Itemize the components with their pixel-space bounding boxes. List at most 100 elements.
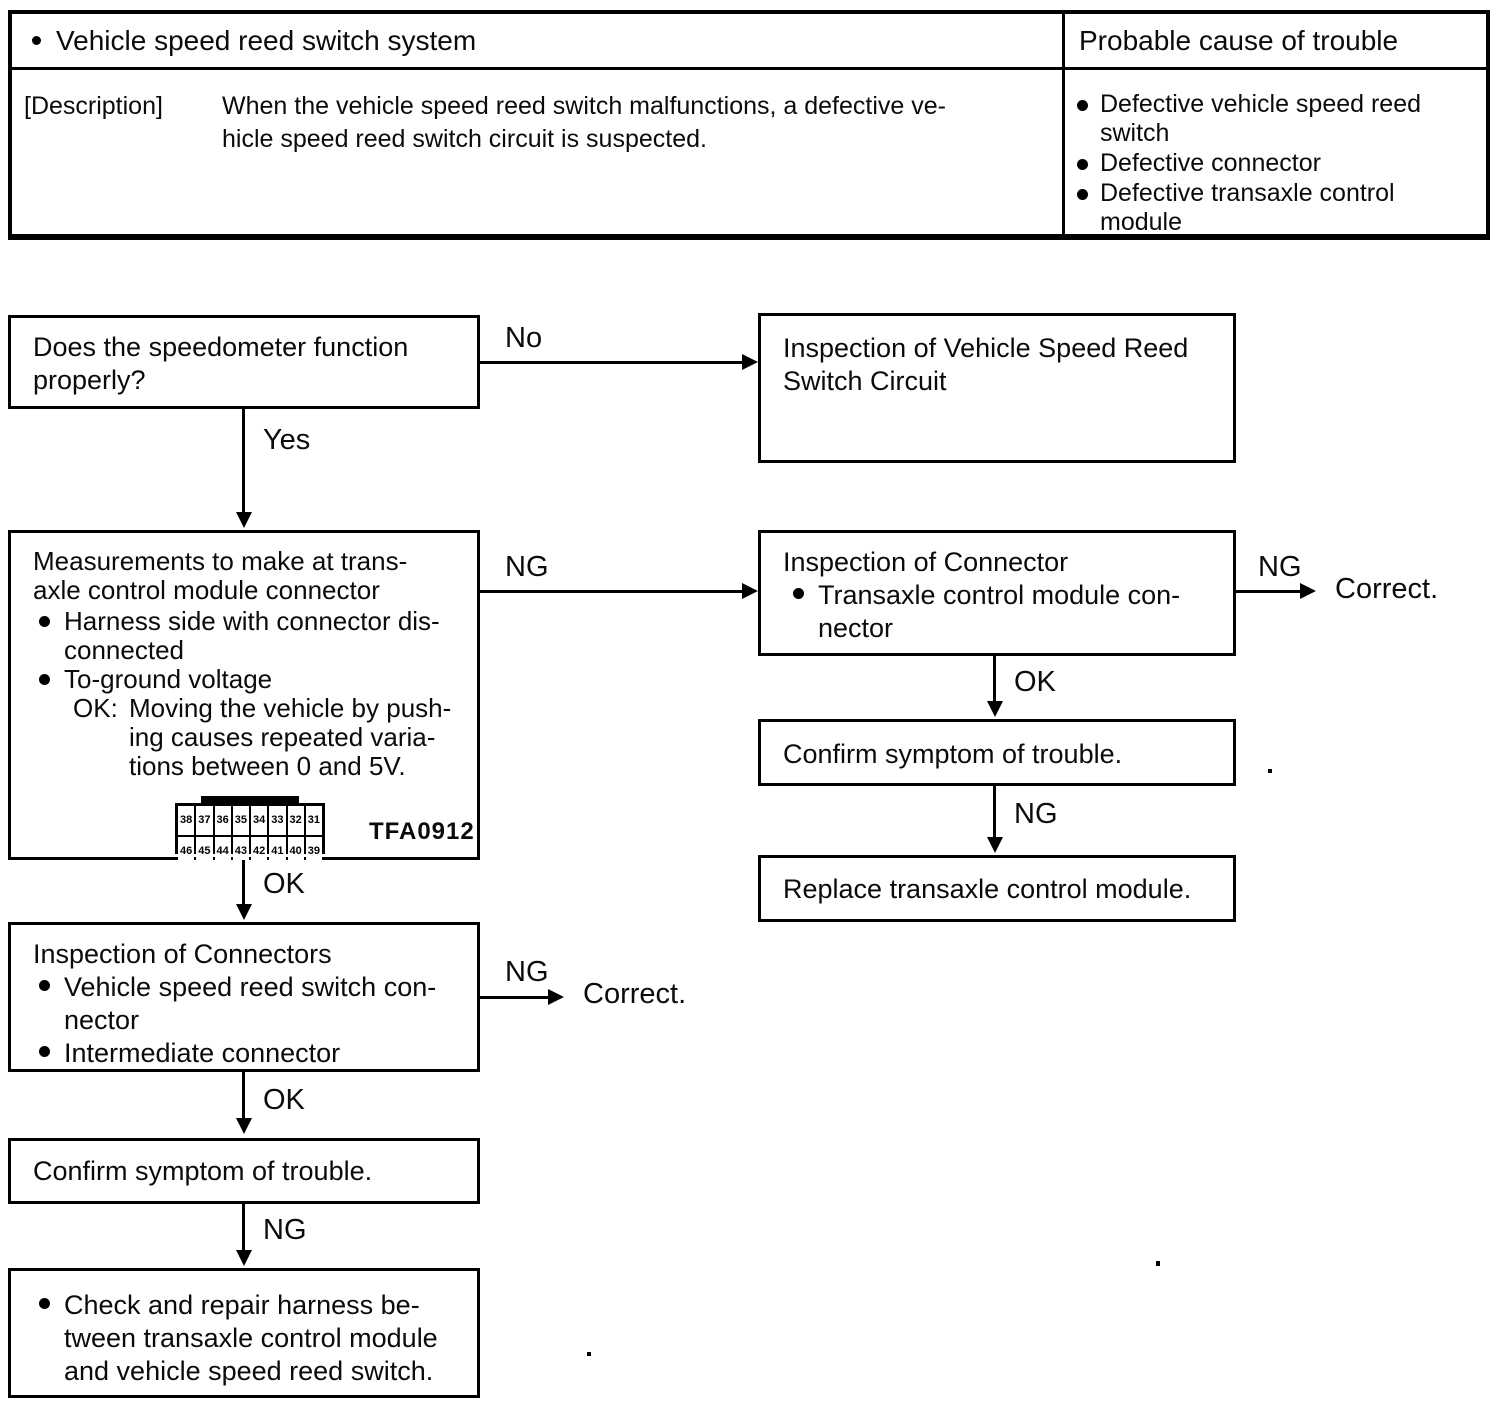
- bullet-icon: [1077, 159, 1088, 170]
- ok-note-text: Moving the vehicle by push- ing causes r…: [129, 693, 452, 781]
- connector-pin: 34: [251, 806, 268, 835]
- flow-box-measurements: Measurements to make at trans- axle cont…: [8, 530, 480, 866]
- flow-box-speedometer-question: Does the speedometer function properly?: [8, 315, 480, 409]
- cause-item: Defective vehicle speed reed switch: [1077, 90, 1478, 148]
- connector-housing: 38 37 36 35 34 33 32 31 46 45 44 43 42 4…: [175, 803, 325, 866]
- label-no: No: [505, 322, 543, 354]
- bullet-icon: [39, 674, 50, 685]
- flow-box-confirm-symptom-right: Confirm symptom of trouble.: [758, 719, 1236, 786]
- title-bullet-icon: [32, 36, 41, 45]
- connector-pin: 44: [214, 837, 231, 866]
- flow-box-inspection-connectors: Inspection of Connectors Vehicle speed r…: [8, 922, 480, 1072]
- arrow-no-line: [480, 361, 744, 364]
- arrow-ok2-line: [242, 860, 245, 906]
- flow-box-inspection-circuit: Inspection of Vehicle Speed Reed Switch …: [758, 313, 1236, 463]
- table-title-cell: Vehicle speed reed switch system: [12, 14, 1062, 67]
- arrow-ng2-head: [1300, 583, 1316, 599]
- correct-text-left: Correct.: [583, 978, 687, 1010]
- arrow-ng4-line: [480, 996, 550, 999]
- cause-text: Defective connector: [1100, 149, 1321, 177]
- bullet-icon: [1077, 189, 1088, 200]
- label-ok1: OK: [1014, 666, 1056, 698]
- table-header-row: Vehicle speed reed switch system Probabl…: [12, 14, 1486, 70]
- inspection-connectors-title: Inspection of Connectors: [33, 939, 332, 969]
- flow-box-confirm-symptom-left: Confirm symptom of trouble.: [8, 1138, 480, 1204]
- arrow-ng2-line: [1236, 590, 1302, 593]
- connector-pin: 37: [196, 806, 213, 835]
- measurements-bullet: Harness side with connector dis- connect…: [39, 607, 477, 665]
- correct-text-right: Correct.: [1335, 573, 1439, 605]
- inspection-connector-bullet-text: Transaxle control module con- nector: [818, 580, 1181, 643]
- inspection-connector-title: Inspection of Connector: [783, 547, 1069, 577]
- figure-code: TFA0912: [369, 818, 475, 845]
- inspection-connectors-bullet-text: Intermediate connector: [64, 1038, 341, 1068]
- bullet-icon: [39, 616, 50, 627]
- connector-key-tab: [201, 796, 299, 805]
- inspection-connector-bullet: Transaxle control module con- nector: [793, 579, 1233, 645]
- description-label: [Description]: [24, 92, 163, 120]
- label-ng4: NG: [505, 956, 549, 988]
- cause-text: Defective vehicle speed reed switch: [1100, 90, 1422, 147]
- measurements-title: Measurements to make at trans- axle cont…: [33, 546, 408, 605]
- arrow-ok1-line: [993, 656, 996, 702]
- flow-box-replace-module: Replace transaxle control module.: [758, 855, 1236, 922]
- symptom-table: Vehicle speed reed switch system Probabl…: [8, 10, 1490, 240]
- description-text: When the vehicle speed reed switch malfu…: [222, 92, 946, 153]
- table-body-row: [Description] When the vehicle speed ree…: [12, 70, 1486, 237]
- label-ng3: NG: [1014, 798, 1058, 830]
- label-ok3: OK: [263, 1084, 305, 1116]
- label-ng5: NG: [263, 1214, 307, 1246]
- connector-pin: 35: [232, 806, 249, 835]
- arrow-ng1-line: [480, 590, 744, 593]
- cause-text: Defective transaxle control module: [1100, 179, 1395, 236]
- connector-pinout-diagram: 38 37 36 35 34 33 32 31 46 45 44 43 42 4…: [175, 796, 325, 866]
- connector-pin: 43: [232, 837, 249, 866]
- connector-pin: 38: [178, 806, 195, 835]
- arrow-ng3-line: [993, 786, 996, 838]
- arrow-yes-head: [236, 512, 252, 528]
- connector-pin: 45: [196, 837, 213, 866]
- description-cell: [Description] When the vehicle speed ree…: [12, 70, 1062, 234]
- inspection-connectors-bullet: Intermediate connector: [39, 1037, 477, 1070]
- arrow-ok1-head: [987, 701, 1003, 717]
- arrow-ng5-head: [236, 1250, 252, 1266]
- arrow-ok2-head: [236, 904, 252, 920]
- scan-speck: [1268, 769, 1272, 773]
- flow-box-inspection-connector: Inspection of Connector Transaxle contro…: [758, 530, 1236, 656]
- check-repair-bullet: Check and repair harness be- tween trans…: [39, 1289, 477, 1388]
- connector-pin: 31: [305, 806, 322, 835]
- connector-pin: 41: [269, 837, 286, 866]
- scan-speck: [587, 1352, 591, 1356]
- bullet-icon: [1077, 100, 1088, 111]
- measurements-bullet: To-ground voltage: [39, 665, 477, 694]
- inspection-connectors-bullet: Vehicle speed reed switch con- nector: [39, 971, 477, 1037]
- label-ok2: OK: [263, 868, 305, 900]
- measurements-ok-note: OK: Moving the vehicle by push- ing caus…: [73, 694, 477, 781]
- measurements-bullet-text: To-ground voltage: [64, 664, 273, 694]
- arrow-ok3-head: [236, 1118, 252, 1134]
- label-ng2: NG: [1258, 551, 1302, 583]
- arrow-yes-line: [242, 408, 245, 512]
- flow-box-check-repair-harness: Check and repair harness be- tween trans…: [8, 1268, 480, 1398]
- connector-pin: 39: [305, 837, 322, 866]
- label-ng1: NG: [505, 551, 549, 583]
- bullet-icon: [39, 1298, 50, 1309]
- ok-prefix: OK:: [73, 693, 118, 723]
- probable-cause-header: Probable cause of trouble: [1062, 14, 1486, 67]
- arrow-ng1-head: [742, 583, 758, 599]
- connector-pin-row-bottom: 46 45 44 43 42 41 40 39: [178, 837, 322, 866]
- bullet-icon: [793, 588, 804, 599]
- measurements-bullet-text: Harness side with connector dis- connect…: [64, 606, 440, 665]
- arrow-ng3-head: [987, 837, 1003, 853]
- inspection-connectors-bullet-text: Vehicle speed reed switch con- nector: [64, 972, 437, 1035]
- scan-speck: [1156, 1261, 1160, 1266]
- label-yes: Yes: [263, 424, 311, 456]
- connector-pin-row-top: 38 37 36 35 34 33 32 31: [178, 806, 322, 835]
- bullet-icon: [39, 980, 50, 991]
- bullet-icon: [39, 1046, 50, 1057]
- causes-cell: Defective vehicle speed reed switch Defe…: [1062, 70, 1486, 237]
- connector-pin: 40: [287, 837, 304, 866]
- arrow-no-head: [742, 354, 758, 370]
- cause-item: Defective transaxle control module: [1077, 179, 1478, 237]
